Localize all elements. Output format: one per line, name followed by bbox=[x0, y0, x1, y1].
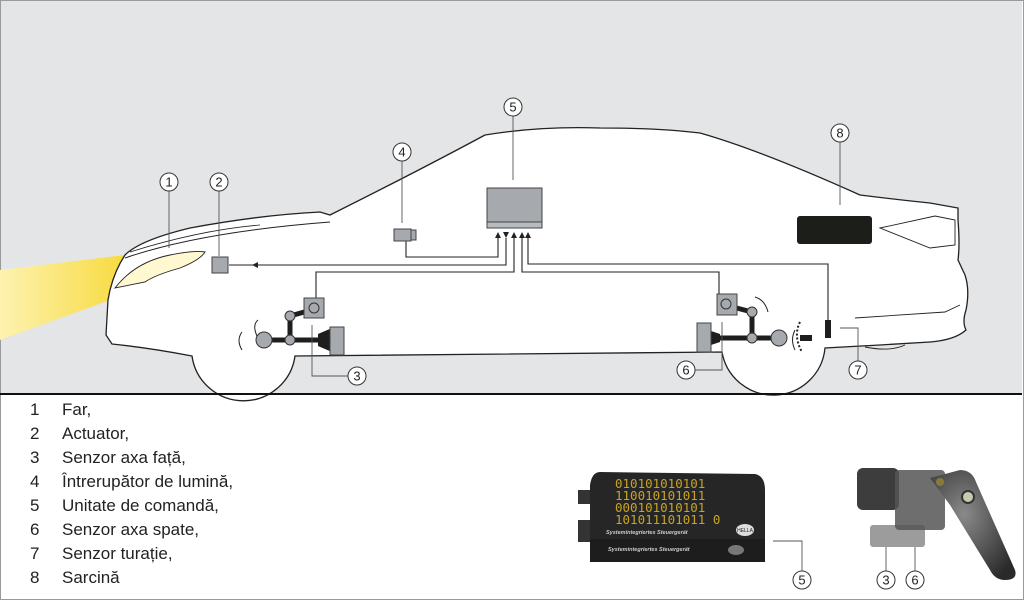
ecu-caption: Systemintegriertes Steuergerät bbox=[606, 530, 689, 536]
ecu-bits-2: 110010101011 bbox=[615, 488, 705, 503]
callout-7: 7 bbox=[848, 360, 868, 380]
axle-sensor-photo bbox=[857, 468, 1016, 580]
svg-text:5: 5 bbox=[798, 573, 805, 588]
svg-text:7: 7 bbox=[854, 363, 861, 378]
front-axle-sensor bbox=[238, 297, 345, 356]
svg-text:1: 1 bbox=[165, 175, 172, 190]
rear-bumper-line bbox=[854, 304, 961, 319]
actuator bbox=[211, 256, 229, 274]
signal-arrows bbox=[252, 232, 531, 268]
exhaust bbox=[864, 344, 906, 350]
ecu-bits-4: 101011101011 0 bbox=[615, 512, 720, 527]
callout-3: 3 bbox=[347, 366, 367, 386]
svg-text:2: 2 bbox=[215, 175, 222, 190]
hood-crease bbox=[129, 224, 261, 253]
svg-text:3: 3 bbox=[353, 369, 360, 384]
ecu-bits-3: 000101010101 bbox=[615, 500, 705, 515]
photo-callout-6: 6 bbox=[905, 570, 925, 590]
callout-1: 1 bbox=[159, 172, 179, 192]
hood-line bbox=[124, 221, 331, 259]
callout-8: 8 bbox=[830, 123, 850, 143]
light-switch bbox=[393, 228, 417, 242]
photo-callout-3: 3 bbox=[876, 570, 896, 590]
photo-callout-5: 5 bbox=[792, 570, 812, 590]
callout-markers: 1 2 3 4 5 6 7 8 5 3 6 bbox=[159, 97, 925, 590]
rear-axle-sensor bbox=[696, 293, 796, 353]
svg-text:6: 6 bbox=[911, 573, 918, 588]
ecu-bits-1: 010101010101 bbox=[615, 476, 705, 491]
callout-leaders bbox=[168, 116, 916, 571]
svg-text:3: 3 bbox=[882, 573, 889, 588]
headlamp bbox=[113, 250, 206, 289]
callout-6: 6 bbox=[676, 360, 696, 380]
ecu-brand-logo: HELLA bbox=[737, 528, 754, 534]
wiring bbox=[229, 238, 829, 320]
speed-sensor bbox=[796, 320, 831, 353]
control-unit bbox=[486, 187, 543, 229]
svg-text:4: 4 bbox=[398, 145, 405, 160]
svg-text:5: 5 bbox=[509, 100, 516, 115]
tail-light bbox=[878, 215, 956, 249]
callout-2: 2 bbox=[209, 172, 229, 192]
load bbox=[797, 216, 872, 244]
callout-5: 5 bbox=[503, 97, 523, 117]
svg-text:6: 6 bbox=[682, 363, 689, 378]
control-unit-photo: 010101010101 110010101011 000101010101 1… bbox=[578, 472, 765, 562]
ecu-caption-side: Systemintegriertes Steuergerät bbox=[608, 547, 691, 553]
svg-text:8: 8 bbox=[836, 126, 843, 141]
callout-4: 4 bbox=[392, 142, 412, 162]
